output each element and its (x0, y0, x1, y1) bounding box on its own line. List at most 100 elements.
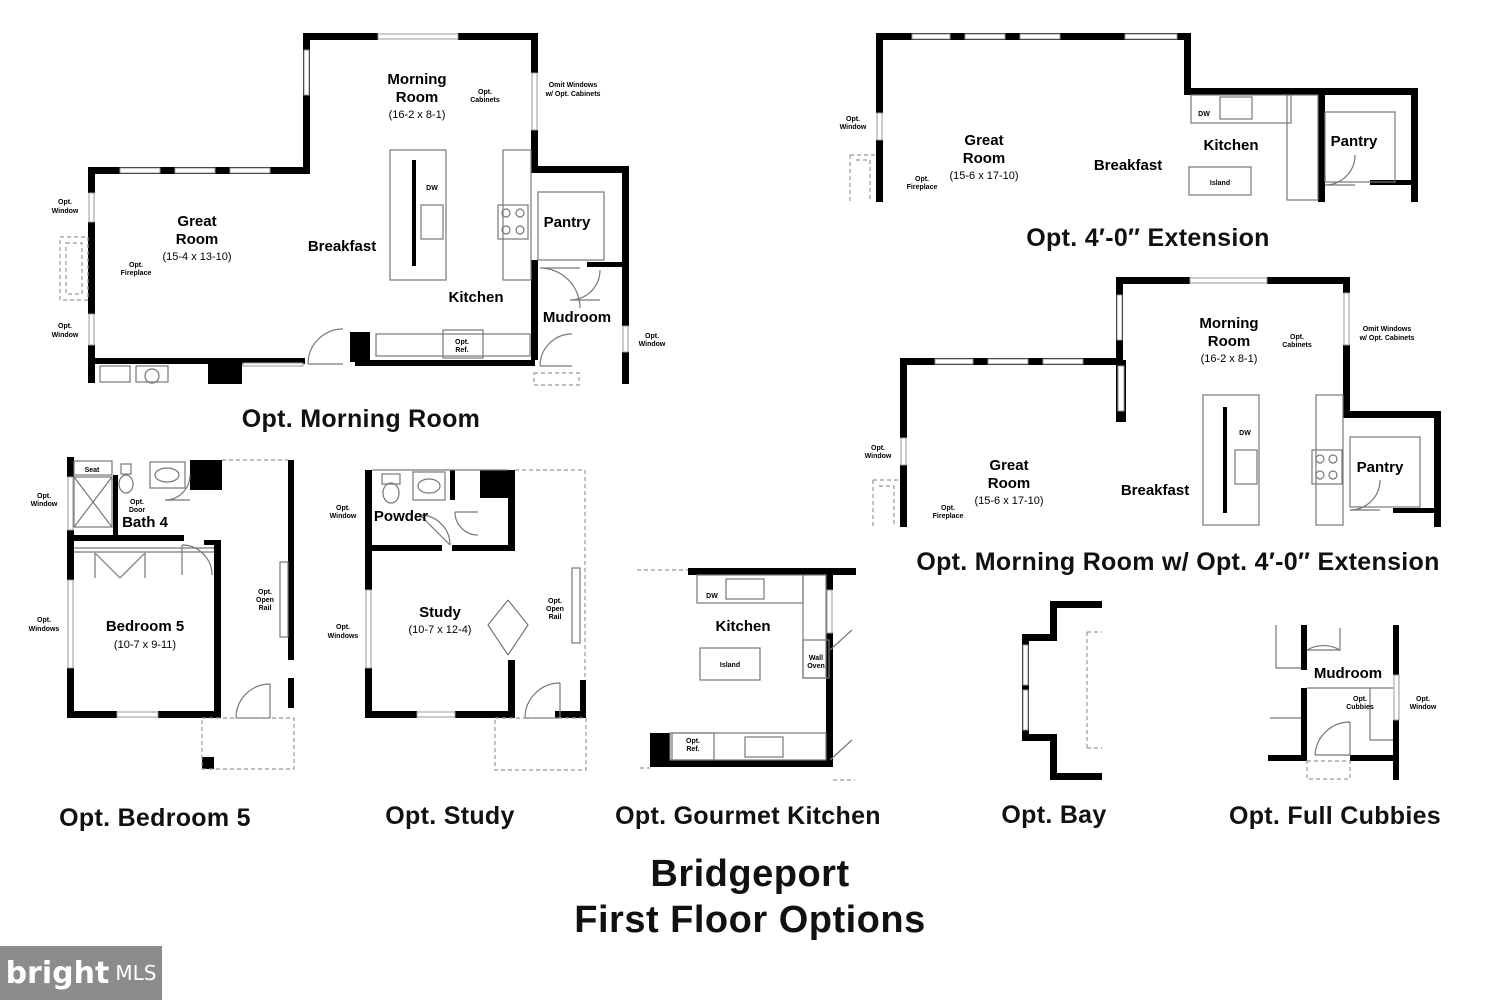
opt-windows-note-2: Windows (29, 626, 60, 633)
plan-bedroom5-labels: Seat Bath 4 Bedroom 5 (10-7 x 9-11) Opt.… (29, 467, 274, 651)
morning-room-label-2: Room (396, 89, 439, 106)
island-label: Island (720, 662, 740, 669)
plan-bedroom5: Seat Bath 4 Bedroom 5 (10-7 x 9-11) Opt.… (29, 457, 295, 770)
seat-label: Seat (85, 467, 100, 474)
opt-cubbies-note: Opt. (1353, 696, 1367, 703)
opt-cabinets-note-2: Cabinets (470, 97, 500, 104)
opt-window-note: Opt. (871, 445, 885, 452)
opt-ref-note-2: Ref. (686, 746, 699, 753)
opt-fireplace-note: Opt. (129, 262, 143, 269)
great-room-label-2: Room (988, 475, 1031, 492)
page-title: Bridgeport (650, 853, 850, 895)
opt-window-right-note: Opt. (645, 333, 659, 340)
great-room-dimension: (15-6 x 17-10) (949, 170, 1018, 182)
opt-ref-note-2: Ref. (455, 347, 468, 354)
caption-extension: Opt. 4′-0″ Extension (1026, 224, 1270, 252)
opt-window-note-2: Window (52, 208, 79, 215)
morning-room-dimension: (16-2 x 8-1) (389, 109, 446, 121)
opt-cabinets-note: Opt. (478, 89, 492, 96)
opt-fireplace-note: Opt. (915, 176, 929, 183)
opt-fireplace-note-2: Fireplace (907, 184, 938, 191)
plan-extension-labels: Great Room (15-6 x 17-10) Breakfast Kitc… (840, 111, 1378, 191)
plan-study: Powder Study (10-7 x 12-4) Opt. Window O… (328, 469, 587, 771)
plan-gourmet-kitchen-walls (650, 568, 856, 767)
omit-windows-note: Omit Windows (549, 82, 598, 89)
opt-windows-note: Opt. (336, 624, 350, 631)
plan-bay-fixtures (1022, 631, 1102, 749)
study-label: Study (419, 604, 461, 621)
great-room-label-2: Room (963, 150, 1006, 167)
pantry-label: Pantry (544, 214, 591, 231)
opt-open-rail-note-3: Rail (549, 614, 562, 621)
opt-cabinets-note: Opt. (1290, 334, 1304, 341)
opt-window-lower-note: Opt. (58, 323, 72, 330)
omit-windows-note-2: w/ Opt. Cabinets (545, 91, 601, 98)
kitchen-label: Kitchen (448, 289, 503, 306)
plan-morning-room-fixtures (59, 33, 629, 386)
opt-open-rail-note-3: Rail (259, 605, 272, 612)
morning-room-label: Morning (1199, 315, 1258, 332)
opt-fireplace-note: Opt. (941, 505, 955, 512)
mudroom-label: Mudroom (1314, 665, 1382, 682)
omit-windows-note-2: w/ Opt. Cabinets (1359, 335, 1415, 342)
pantry-label: Pantry (1357, 459, 1404, 476)
plan-morning-room: Morning Room (16-2 x 8-1) Great Room (15… (52, 33, 666, 386)
plan-study-labels: Powder Study (10-7 x 12-4) Opt. Window O… (328, 505, 564, 640)
opt-open-rail-note: Opt. (258, 589, 272, 596)
great-room-label: Great (177, 213, 216, 230)
plan-morning-room-extension-fixtures (872, 277, 1421, 527)
opt-open-rail-note: Opt. (548, 598, 562, 605)
great-room-dimension: (15-6 x 17-10) (974, 495, 1043, 507)
dishwasher-label: DW (1239, 430, 1251, 437)
powder-label: Powder (374, 508, 428, 525)
breakfast-label: Breakfast (1121, 482, 1189, 499)
bedroom5-label: Bedroom 5 (106, 618, 184, 635)
opt-windows-note: Opt. (37, 617, 51, 624)
opt-cubbies-note-2: Cubbies (1346, 704, 1374, 711)
wall-oven-note-2: Oven (807, 663, 825, 670)
plan-bay (1022, 601, 1102, 780)
opt-door-note: Opt. (130, 499, 144, 506)
opt-ref-note: Opt. (455, 339, 469, 346)
plan-gourmet-kitchen-labels: Kitchen Island DW Wall Oven Opt. Ref. (686, 593, 825, 753)
opt-open-rail-note-2: Open (546, 606, 564, 613)
study-dimension: (10-7 x 12-4) (409, 624, 472, 636)
caption-full-cubbies: Opt. Full Cubbies (1228, 802, 1442, 830)
opt-window-note: Opt. (846, 116, 860, 123)
caption-bay: Opt. Bay (1001, 801, 1107, 829)
breakfast-label: Breakfast (308, 238, 376, 255)
plan-full-cubbies: Mudroom Opt. Cubbies Opt. Window (1268, 625, 1437, 780)
plan-morning-room-extension: Morning Room (16-2 x 8-1) Great Room (15… (865, 277, 1441, 527)
opt-ref-note: Opt. (686, 738, 700, 745)
opt-window-note-2: Window (1410, 704, 1437, 711)
bedroom5-dimension: (10-7 x 9-11) (114, 639, 176, 651)
bath4-label: Bath 4 (122, 514, 169, 531)
plan-morning-room-extension-labels: Morning Room (16-2 x 8-1) Great Room (15… (865, 315, 1415, 520)
great-room-label: Great (989, 457, 1028, 474)
plan-morning-room-labels: Morning Room (16-2 x 8-1) Great Room (15… (52, 71, 666, 354)
great-room-label-2: Room (176, 231, 219, 248)
plan-full-cubbies-fixtures (1270, 625, 1400, 780)
opt-open-rail-note-2: Open (256, 597, 274, 604)
opt-window-note-2: Window (865, 453, 892, 460)
opt-window-note: Opt. (1416, 696, 1430, 703)
dishwasher-label: DW (1198, 111, 1210, 118)
breakfast-label: Breakfast (1094, 157, 1162, 174)
morning-room-dimension: (16-2 x 8-1) (1201, 353, 1258, 365)
plan-extension: Great Room (15-6 x 17-10) Breakfast Kitc… (840, 33, 1418, 202)
island-label: Island (1210, 180, 1230, 187)
plan-gourmet-kitchen: Kitchen Island DW Wall Oven Opt. Ref. (637, 568, 856, 781)
kitchen-label: Kitchen (715, 618, 770, 635)
opt-window-note: Opt. (37, 493, 51, 500)
plan-extension-fixtures (849, 33, 1396, 202)
caption-gourmet-kitchen: Opt. Gourmet Kitchen (615, 802, 881, 830)
bright-mls-logo: bright MLS (0, 946, 162, 1000)
opt-window-note: Opt. (336, 505, 350, 512)
logo-suffix: MLS (115, 961, 157, 985)
plan-bedroom5-fixtures (67, 459, 295, 770)
logo-brand: bright (5, 955, 110, 991)
morning-room-label-2: Room (1208, 333, 1251, 350)
plan-full-cubbies-walls (1268, 625, 1399, 780)
caption-bedroom5: Opt. Bedroom 5 (59, 804, 251, 832)
